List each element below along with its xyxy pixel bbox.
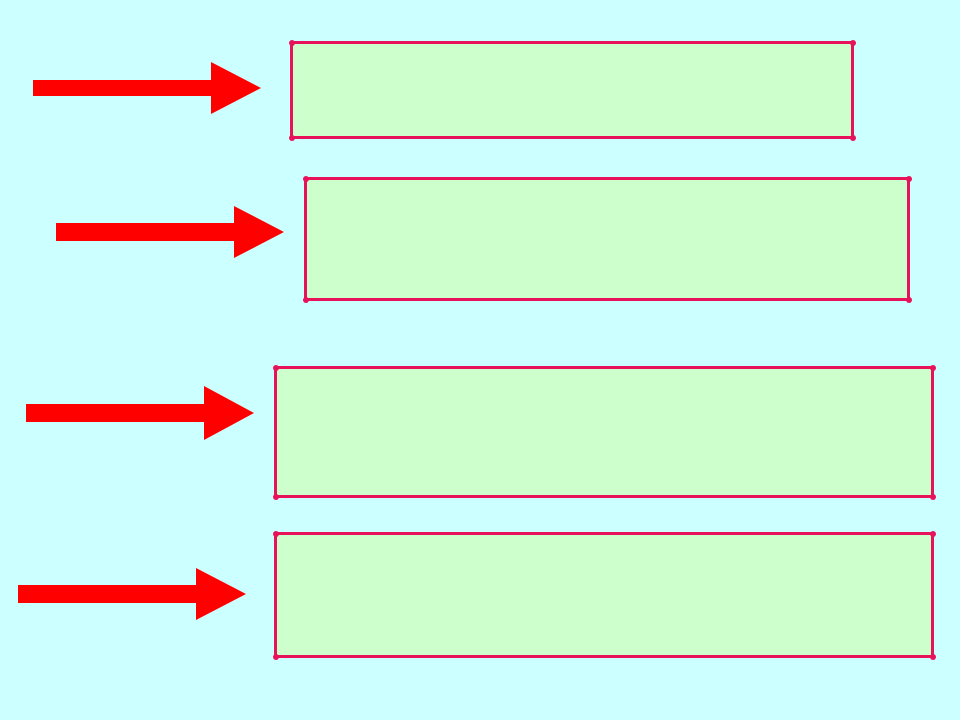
corner-handle bbox=[272, 653, 279, 660]
corner-handle bbox=[302, 175, 309, 182]
corner-handle bbox=[929, 364, 936, 371]
corner-handle bbox=[272, 530, 279, 537]
corner-handle bbox=[905, 296, 912, 303]
answer-box-4 bbox=[272, 530, 936, 660]
arrow-shape bbox=[33, 62, 261, 114]
right-arrow-icon bbox=[56, 206, 284, 258]
corner-handle bbox=[849, 39, 856, 46]
right-arrow-icon bbox=[33, 62, 261, 114]
answer-box-2 bbox=[302, 175, 912, 303]
corner-handle bbox=[272, 493, 279, 500]
corner-handle bbox=[929, 653, 936, 660]
corner-handle bbox=[288, 39, 295, 46]
corner-handle bbox=[272, 364, 279, 371]
right-arrow-icon bbox=[26, 386, 254, 440]
corner-handle bbox=[929, 493, 936, 500]
arrow-shape bbox=[56, 206, 284, 258]
corner-handle bbox=[302, 296, 309, 303]
corner-handle bbox=[929, 530, 936, 537]
right-arrow-icon bbox=[18, 568, 246, 620]
arrow-shape bbox=[26, 386, 254, 440]
corner-handle bbox=[905, 175, 912, 182]
answer-box-3 bbox=[272, 364, 936, 500]
arrow-shape bbox=[18, 568, 246, 620]
corner-handle bbox=[849, 134, 856, 141]
answer-box-1 bbox=[288, 39, 856, 141]
corner-handle bbox=[288, 134, 295, 141]
